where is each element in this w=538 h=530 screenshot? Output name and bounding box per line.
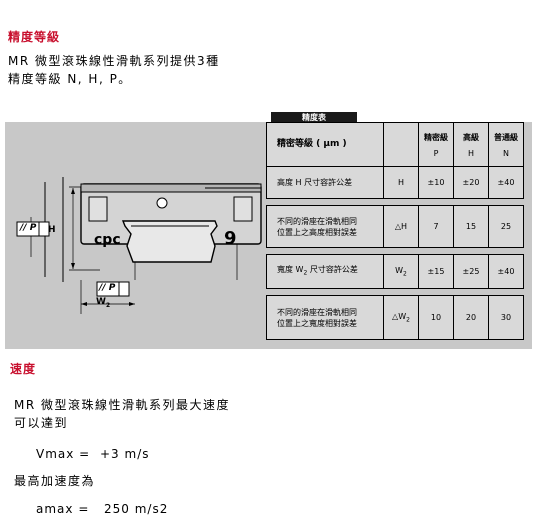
speed-text-line1: MR 微型滾珠線性滑軌系列最大速度: [14, 398, 231, 412]
table-row: 不同的滑座在滑軌相同位置上之高度相對誤差 △H 7 15 25: [266, 205, 524, 248]
table-row: 寬度 W2 尺寸容許公差 W2 ±15 ±25 ±40: [266, 254, 524, 289]
amax-value: 250 m/s2: [104, 502, 169, 516]
rail-diagram: [16, 177, 262, 314]
height-h-label: H: [48, 225, 56, 235]
parallel-symbol-bottom: // P: [99, 283, 116, 293]
amax-label: amax =: [36, 502, 90, 516]
symbol-header: [383, 122, 419, 167]
speed-heading: 速度: [10, 362, 37, 376]
w2-label: W2: [96, 297, 111, 309]
speed-text-line2: 可以達到: [14, 416, 69, 430]
table-row: 高度 H 尺寸容許公差 H ±10 ±20 ±40: [266, 166, 524, 199]
size-number: 9: [224, 228, 237, 249]
table-title: 精度表: [271, 112, 357, 123]
accel-text: 最高加速度為: [14, 474, 96, 488]
vmax-label: Vmax =: [36, 447, 91, 461]
precision-heading: 精度等級: [8, 30, 61, 44]
precision-text-line2: 精度等級 N, H, P。: [8, 72, 132, 86]
grade-header: 精密等級 ( μm ): [266, 122, 384, 167]
precision-text-line1: MR 微型滾珠線性滑軌系列提供3種: [8, 54, 220, 68]
parallel-symbol-left: // P: [20, 223, 37, 233]
table-row: 不同的滑座在滑軌相同位置上之寬度相對誤差 △W2 10 20 30: [266, 295, 524, 340]
brand-cpc: cpc: [94, 232, 121, 248]
vmax-value: +3 m/s: [100, 447, 150, 461]
